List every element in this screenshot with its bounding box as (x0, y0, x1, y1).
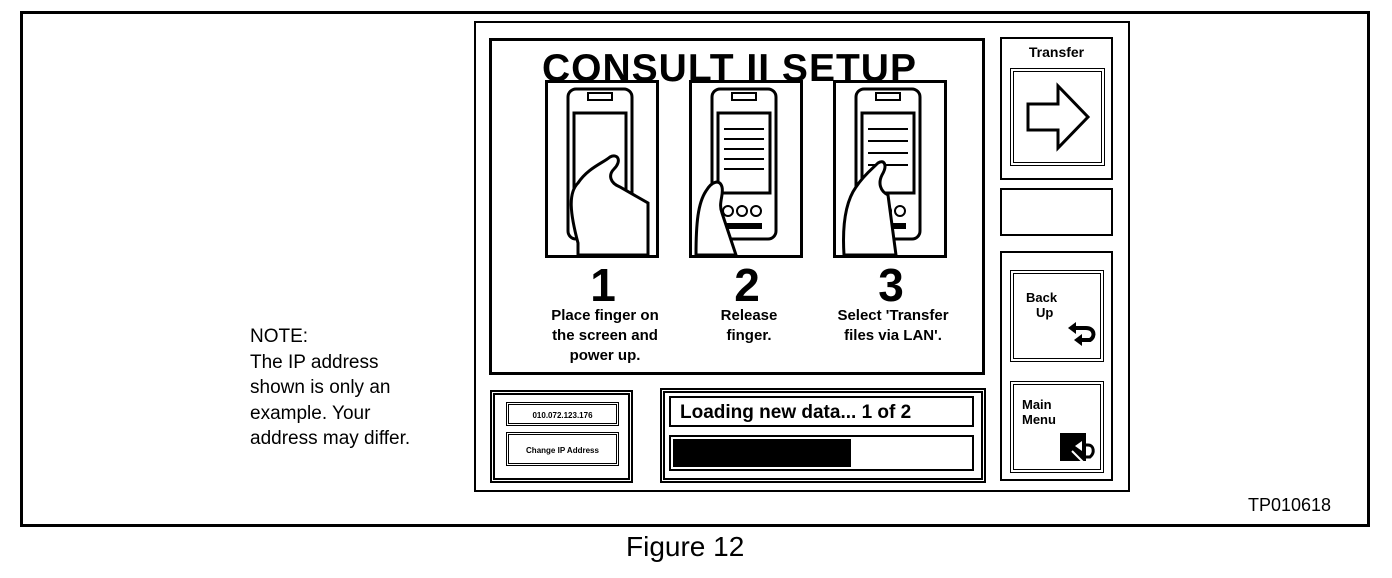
step-1-instruction: Place finger on the screen and power up. (525, 306, 685, 366)
note-line: address may differ. (250, 428, 411, 449)
navigation-panel (1000, 251, 1113, 481)
main-menu-label: Main (1022, 397, 1052, 412)
setup-title: CONSULT II SETUP (542, 47, 917, 90)
note-line: NOTE: (250, 326, 309, 347)
step-2-illustration (689, 80, 803, 258)
device-screen (474, 21, 1130, 492)
loading-status-text: Loading new data... 1 of 2 (669, 396, 974, 427)
step-2-line: Release (720, 307, 778, 324)
note-line: example. Your (250, 402, 371, 424)
back-up-button[interactable]: Back Up (1010, 270, 1104, 362)
blank-panel (1000, 188, 1113, 236)
step-3-instruction: Select 'Transfer files via LAN'. (813, 306, 973, 346)
handheld-device-icon (842, 87, 922, 255)
step-1-line: power up. (569, 347, 641, 364)
ip-address-panel (490, 390, 633, 483)
step-3-line: files via LAN'. (844, 327, 942, 344)
step-3-line: Select 'Transfer (837, 307, 949, 324)
step-1-illustration (545, 80, 659, 258)
step-3-illustration (833, 80, 947, 258)
progress-bar-fill (673, 439, 851, 467)
step-2-instruction: Release finger. (669, 306, 829, 346)
progress-bar (669, 435, 974, 471)
status-panel (660, 388, 986, 483)
step-1-number: 1 (590, 259, 616, 311)
back-up-label: Back (1026, 290, 1058, 305)
note-line: The IP address (250, 351, 379, 373)
note-line: shown is only an (250, 377, 391, 398)
note-text: NOTE: The IP address shown is only an ex… (250, 324, 450, 452)
figure-caption: Figure 12 (626, 531, 745, 562)
ip-address-display: 010.072.123.176 (506, 402, 619, 426)
arrow-right-icon (1026, 82, 1091, 152)
change-ip-address-button[interactable]: Change IP Address (506, 432, 619, 466)
handheld-device-icon (694, 87, 778, 255)
step-1-line: the screen and (552, 327, 658, 344)
transfer-button[interactable] (1010, 68, 1105, 166)
main-menu-label: Menu (1022, 412, 1056, 427)
transfer-label: Transfer (1028, 44, 1085, 60)
main-menu-button[interactable]: Main Menu (1010, 381, 1104, 473)
handheld-device-icon (566, 87, 650, 255)
step-2-line: finger. (726, 327, 772, 344)
step-1-line: Place finger on (551, 307, 659, 324)
setup-instructions-panel (489, 38, 985, 375)
return-arrow-icon (1068, 322, 1096, 346)
step-2-number: 2 (734, 259, 760, 311)
back-up-label: Up (1036, 305, 1054, 320)
transfer-panel (1000, 37, 1113, 180)
reference-code: TP010618 (1248, 495, 1332, 515)
step-3-number: 3 (878, 259, 904, 311)
figure-frame (20, 11, 1370, 527)
menu-return-icon (1060, 433, 1095, 464)
